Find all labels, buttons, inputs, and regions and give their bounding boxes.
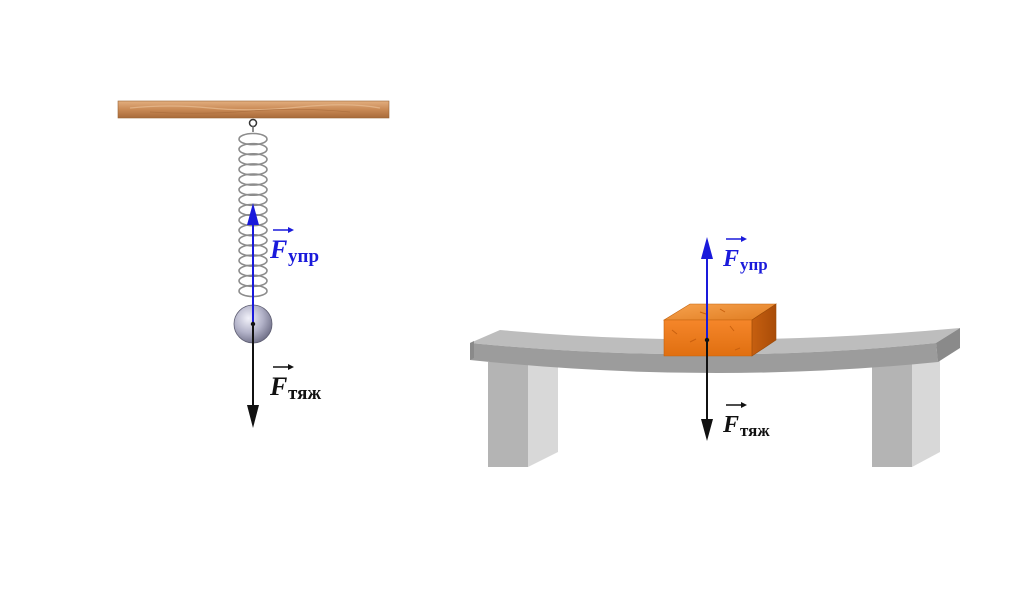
elastic-force-arrow-beam — [701, 237, 713, 340]
elastic-force-label-spring: F упр — [269, 227, 319, 267]
elastic-force-symbol: F — [269, 235, 287, 264]
elastic-force-arrow-spring — [247, 203, 259, 324]
spring-coil — [238, 173, 268, 186]
elastic-force-symbol: F — [722, 246, 739, 272]
gravity-force-symbol: F — [269, 372, 287, 401]
spring-coil — [238, 142, 268, 156]
elastic-force-subscript: упр — [740, 255, 768, 274]
right-support — [872, 350, 940, 467]
brick — [662, 303, 777, 357]
gravity-force-arrow-spring — [247, 321, 259, 428]
gravity-force-label-spring: F тяж — [269, 364, 321, 404]
gravity-force-subscript: тяж — [288, 383, 321, 404]
spring-coil — [238, 132, 268, 146]
elastic-force-label-beam: F упр — [722, 236, 768, 274]
gravity-force-arrow-beam — [701, 337, 713, 441]
spring-coil — [238, 163, 268, 176]
gravity-force-label-beam: F тяж — [722, 402, 770, 440]
spring-coil — [238, 152, 268, 166]
gravity-force-subscript: тяж — [740, 421, 770, 440]
elastic-force-subscript: упр — [288, 246, 319, 267]
gravity-force-symbol: F — [722, 412, 739, 438]
ceiling-board — [117, 100, 390, 119]
spring-coil — [238, 183, 268, 197]
spring — [238, 118, 268, 306]
left-support — [488, 356, 558, 467]
